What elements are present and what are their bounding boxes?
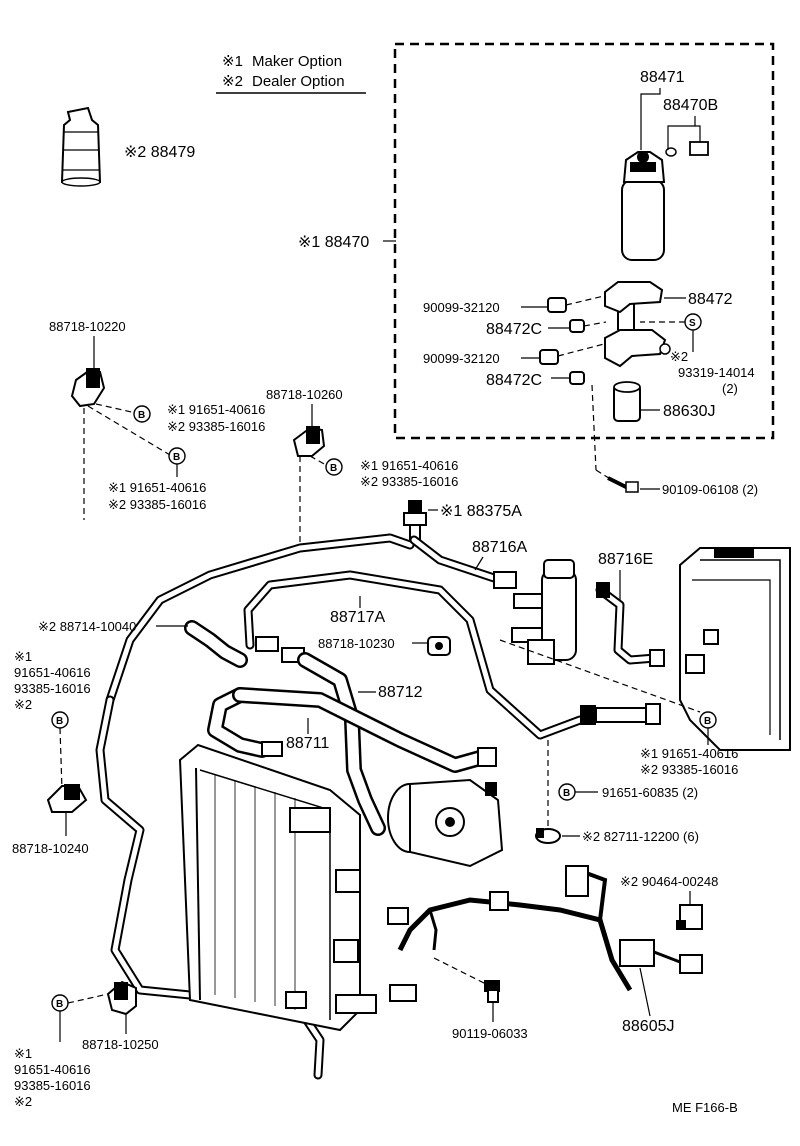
- label-b3-line2: ※2 93385-16016: [360, 474, 458, 489]
- fitting-88718-10250: [106, 980, 137, 1016]
- b-circle-marker: [133, 405, 151, 423]
- label-b3-line1: ※1 91651-40616: [360, 458, 458, 473]
- hose-88714: [184, 620, 248, 668]
- nut-88472C-a: [569, 319, 585, 333]
- label-88716A: 88716A: [472, 539, 527, 556]
- label-88479: ※2 88479: [124, 144, 195, 161]
- fitting-88718-10220: [70, 368, 106, 408]
- label-b4-line2: ※2 93385-16016: [640, 762, 738, 777]
- label-88718-10220: 88718-10220: [49, 319, 126, 334]
- label-90464: ※2 90464-00248: [620, 874, 718, 889]
- bolt-90119: [484, 980, 500, 1003]
- evaporator-housing: [679, 547, 791, 751]
- nut-90099-b: [539, 349, 559, 365]
- label-90099-a: 90099-32120: [423, 300, 500, 315]
- bolt-90109: [607, 476, 639, 493]
- label-88718-10260: 88718-10260: [266, 387, 343, 402]
- label-88630J: 88630J: [663, 403, 716, 420]
- label-b1-line1: ※1 91651-40616: [167, 402, 265, 417]
- hose-88711: [207, 687, 497, 773]
- label-93319-qty: (2): [722, 381, 738, 396]
- label-left-91651: 91651-40616: [14, 665, 91, 680]
- label-88470B: 88470B: [663, 97, 718, 114]
- compressor: [387, 778, 504, 868]
- legend-dealer-mark: ※2: [222, 73, 243, 90]
- label-88470: ※1 88470: [298, 234, 369, 251]
- label-82711: ※2 82711-12200 (6): [582, 829, 699, 844]
- label-88375A: ※1 88375A: [440, 503, 522, 520]
- boot-88479: [60, 106, 102, 187]
- label-90099-b: 90099-32120: [423, 351, 500, 366]
- label-88472: 88472: [688, 291, 733, 308]
- receiver-88471: [621, 151, 666, 261]
- label-88712: 88712: [378, 684, 423, 701]
- label-90119: 90119-06033: [452, 1026, 528, 1041]
- label-b2-line1: ※1 91651-40616: [108, 480, 206, 495]
- label-88472C-a: 88472C: [486, 321, 542, 338]
- label-91651-60835: 91651-60835 (2): [602, 785, 698, 800]
- harness-88605J: [387, 865, 703, 1002]
- pipe-88716E: [595, 582, 665, 667]
- label-88717A: 88717A: [330, 609, 385, 626]
- b-circle-letter: B: [56, 716, 63, 727]
- connector-90464: [676, 904, 703, 930]
- fitting-88718-10260: [292, 426, 326, 457]
- label-b4-line1: ※1 91651-40616: [640, 746, 738, 761]
- switch-88630J: [613, 381, 641, 422]
- b-circle-letter: B: [138, 410, 145, 421]
- pipe-88716A: [409, 535, 517, 589]
- label-88716E: 88716E: [598, 551, 653, 568]
- footer-code: ME F166-B: [672, 1100, 738, 1115]
- legend-maker-mark: ※1: [222, 53, 243, 70]
- label-b2-line2: ※2 93385-16016: [108, 497, 206, 512]
- clamp-88718-10230: [427, 636, 451, 656]
- label-88718-10240: 88718-10240: [12, 841, 89, 856]
- label-left-mark2: ※2: [14, 697, 32, 712]
- bracket-88472: [604, 281, 671, 368]
- label-b1-line2: ※2 93385-16016: [167, 419, 265, 434]
- label-88471: 88471: [640, 69, 685, 86]
- fitting-88718-10240: [46, 784, 88, 813]
- label-88718-10230: 88718-10230: [318, 636, 395, 651]
- b-circle-letter: B: [330, 463, 337, 474]
- receiver-dryer: [511, 559, 577, 665]
- label-88714: ※2 88714-10040: [38, 619, 136, 634]
- label-90109: 90109-06108 (2): [662, 482, 758, 497]
- legend-dealer-text: Dealer Option: [252, 73, 345, 90]
- label-bl-mark2: ※2: [14, 1094, 32, 1109]
- label-left-mark1: ※1: [14, 649, 32, 664]
- nut-88472C-b: [569, 371, 585, 385]
- legend: ※1 Maker Option ※2 Dealer Option: [216, 53, 366, 94]
- b-circle-letter: B: [704, 716, 711, 727]
- valve-88375A: [403, 500, 427, 540]
- pipe-88717A: [243, 570, 661, 740]
- label-88718-10250: 88718-10250: [82, 1037, 159, 1052]
- hose-88712: [255, 636, 386, 836]
- condenser: [178, 743, 377, 1032]
- label-93319: 93319-14014: [678, 365, 755, 380]
- label-left-93385: 93385-16016: [14, 681, 91, 696]
- b-circle-letter: B: [563, 788, 570, 799]
- b-circle-marker: [325, 458, 343, 476]
- s-circle-letter: S: [689, 318, 696, 329]
- legend-maker-text: Maker Option: [252, 53, 342, 70]
- b-circle-letter: B: [173, 452, 180, 463]
- option-box: [393, 42, 775, 440]
- b-circle-letter: B: [56, 999, 63, 1010]
- clip-82711: [535, 828, 561, 844]
- label-88472C-b: 88472C: [486, 372, 542, 389]
- label-bl-mark1: ※1: [14, 1046, 32, 1061]
- label-bl-93385: 93385-16016: [14, 1078, 91, 1093]
- nut-90099-a: [547, 297, 567, 313]
- label-bl-91651: 91651-40616: [14, 1062, 91, 1077]
- label-88605J: 88605J: [622, 1018, 675, 1035]
- label-88711: 88711: [286, 735, 329, 752]
- label-93319-mark: ※2: [670, 349, 688, 364]
